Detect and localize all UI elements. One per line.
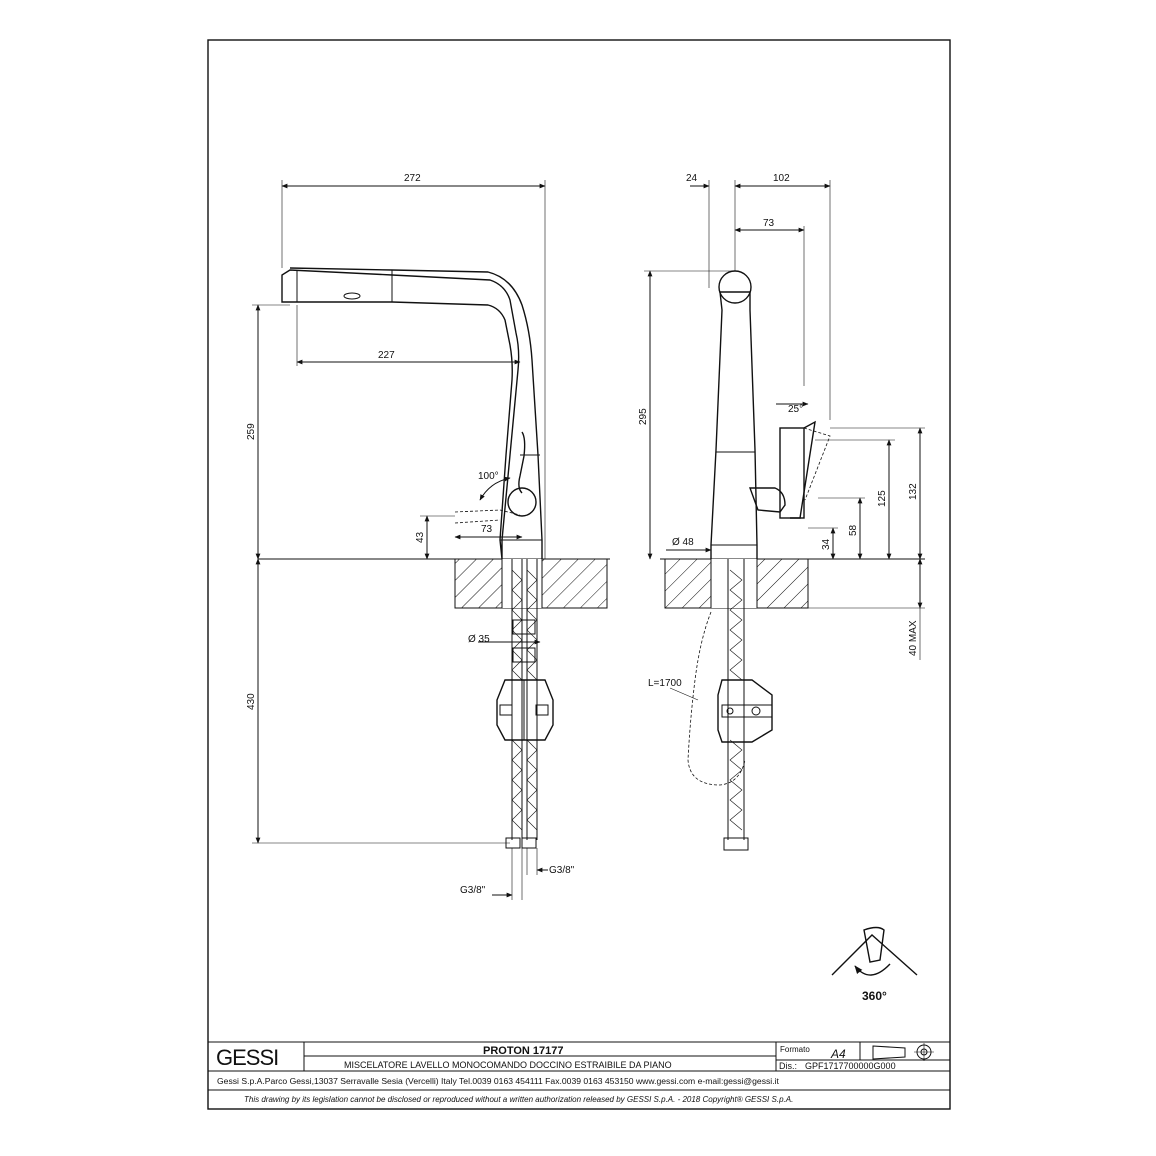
product-name: PROTON 17177	[483, 1045, 564, 1057]
front-dim-g38-right: G3/8"	[549, 865, 575, 876]
front-dim-430: 430	[246, 693, 257, 710]
front-dim-35: Ø 35	[468, 634, 490, 645]
front-dim-73: 73	[481, 524, 493, 535]
side-angle-25: 25°	[788, 404, 803, 415]
side-dim-125: 125	[877, 490, 888, 507]
side-hose-length: L=1700	[648, 678, 682, 689]
drawing-code: GPF1717700000G000	[805, 1061, 896, 1071]
front-dim-259: 259	[246, 423, 257, 440]
brand-logo-text: GESSI	[216, 1045, 278, 1070]
side-dim-34: 34	[821, 538, 832, 550]
side-dim-295: 295	[638, 408, 649, 425]
side-dim-132: 132	[908, 483, 919, 500]
company-address: Gessi S.p.A.Parco Gessi,13037 Serravalle…	[217, 1076, 779, 1086]
side-dim-102: 102	[773, 173, 790, 184]
front-dim-272: 272	[404, 173, 421, 184]
projection-symbol-icon	[872, 1043, 934, 1061]
format-label: Formato	[780, 1045, 810, 1054]
supply-hoses-side	[687, 559, 773, 851]
side-dim-40max: 40 MAX	[908, 620, 919, 656]
side-dim-73: 73	[763, 218, 775, 229]
front-angle-label: 100°	[478, 471, 499, 482]
side-dim-48: Ø 48	[672, 537, 694, 548]
product-description: MISCELATORE LAVELLO MONOCOMANDO DOCCINO …	[344, 1060, 672, 1070]
format-value: A4	[830, 1047, 846, 1061]
side-view: 24 102 73 295 25° Ø 48 132 125 58 34 40 …	[638, 173, 925, 851]
rotation-360-label: 360°	[862, 989, 887, 1003]
front-dim-43: 43	[415, 531, 426, 543]
side-dim-58: 58	[848, 524, 859, 536]
supply-hoses-front	[496, 559, 554, 849]
front-dim-227: 227	[378, 350, 395, 361]
rotation-symbol: 360°	[831, 926, 918, 1003]
legal-notice: This drawing by its legislation cannot b…	[244, 1095, 793, 1104]
front-dim-g38-left: G3/8"	[460, 885, 486, 896]
side-dim-24: 24	[686, 173, 698, 184]
front-view: 100° 272 227 259	[246, 173, 610, 900]
drawing-label: Dis.:	[779, 1061, 797, 1071]
title-block: GESSI PROTON 17177 MISCELATORE LAVELLO M…	[207, 1041, 951, 1110]
